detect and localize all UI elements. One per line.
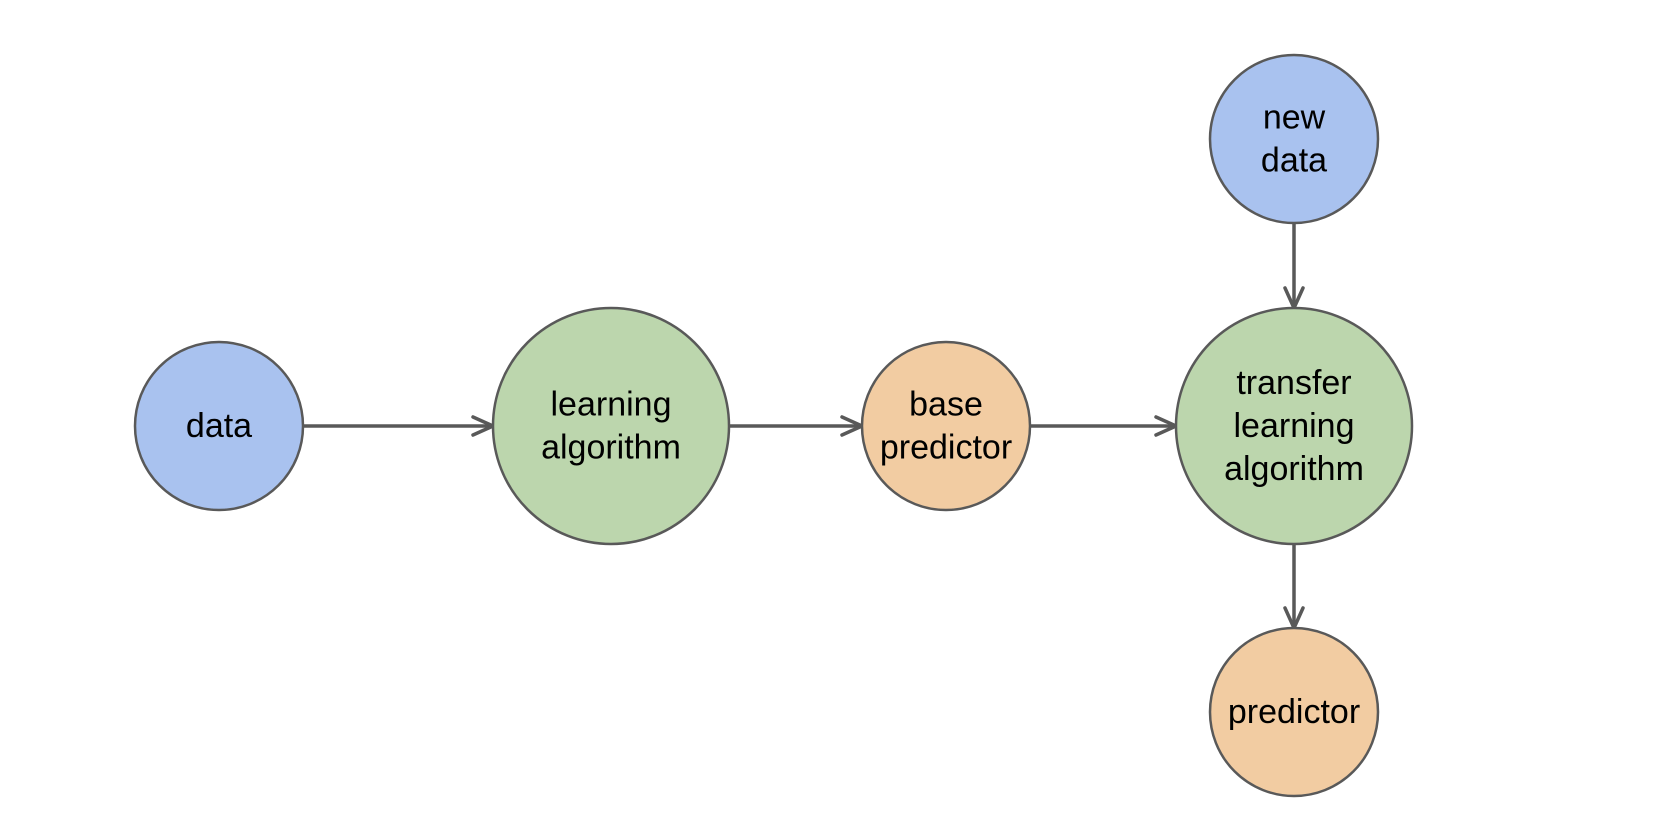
- node-label-line: predictor: [880, 429, 1012, 467]
- nodes-layer: data learning algorithm base predictor new dat…: [133, 53, 1414, 798]
- node-circle: [860, 340, 1032, 512]
- edge-new-data-to-transfer-learning-algorithm: [1283, 223, 1305, 310]
- node-learning-algorithm: learning algorithm: [491, 306, 731, 546]
- edge-learning-algorithm-to-base-predictor: [729, 415, 864, 437]
- node-new-data: new data: [1208, 53, 1380, 225]
- node-circle: [1208, 53, 1380, 225]
- node-circle: [1174, 306, 1414, 546]
- node-label-line: data: [1261, 142, 1327, 180]
- edge-base-predictor-to-transfer-learning-algorithm: [1030, 415, 1178, 437]
- node-label-line: base: [909, 386, 983, 424]
- node-label-line: new: [1263, 99, 1326, 137]
- node-data: data: [133, 340, 305, 512]
- node-label-line: transfer: [1236, 364, 1351, 402]
- node-label-line: data: [186, 407, 252, 445]
- edge-data-to-learning-algorithm: [303, 415, 495, 437]
- node-label-line: learning: [1234, 407, 1355, 445]
- node-label-line: learning: [551, 386, 672, 424]
- node-label-line: predictor: [1228, 693, 1360, 731]
- node-predictor: predictor: [1208, 626, 1380, 798]
- node-transfer-learning-algorithm: transfer learning algorithm: [1174, 306, 1414, 546]
- node-label-line: algorithm: [1224, 450, 1364, 488]
- node-circle: [133, 340, 305, 512]
- edges-layer: [303, 223, 1305, 630]
- node-base-predictor: base predictor: [860, 340, 1032, 512]
- node-label-line: algorithm: [541, 429, 681, 467]
- edge-transfer-learning-algorithm-to-predictor: [1283, 544, 1305, 630]
- node-circle: [1208, 626, 1380, 798]
- node-circle: [491, 306, 731, 546]
